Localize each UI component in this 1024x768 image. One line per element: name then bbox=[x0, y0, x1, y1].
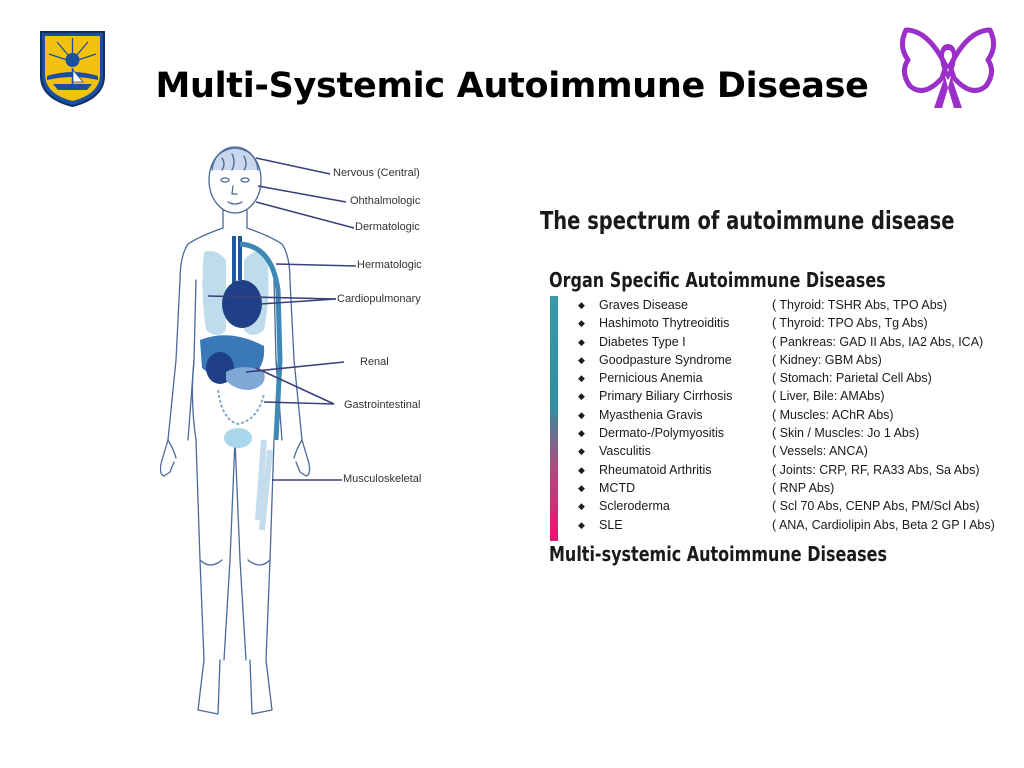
list-item: ◆ Primary Biliary Cirrhosis ( Liver, Bile:… bbox=[578, 387, 998, 405]
spectrum-title: The spectrum of autoimmune disease bbox=[540, 206, 955, 235]
label-renal: Renal bbox=[360, 356, 389, 368]
disease-name: MCTD bbox=[599, 480, 636, 495]
disease-antibodies: ( RNP Abs) bbox=[772, 480, 835, 495]
spectrum-gradient-bar bbox=[550, 296, 558, 541]
disease-name: Diabetes Type I bbox=[599, 334, 686, 349]
bullet-icon: ◆ bbox=[578, 501, 585, 512]
disease-antibodies: ( Thyroid: TPO Abs, Tg Abs) bbox=[772, 316, 928, 331]
disease-name: Myasthenia Gravis bbox=[599, 407, 703, 422]
university-emblem-icon bbox=[40, 31, 105, 108]
organ-specific-heading: Organ Specific Autoimmune Diseases bbox=[549, 268, 886, 292]
list-item: ◆ Diabetes Type I ( Pankreas: GAD II Abs, … bbox=[578, 333, 998, 351]
page-title: Multi-Systemic Autoimmune Disease bbox=[155, 66, 869, 106]
bullet-icon: ◆ bbox=[578, 409, 585, 420]
bullet-icon: ◆ bbox=[578, 464, 585, 475]
disease-name: SLE bbox=[599, 517, 623, 532]
bullet-icon: ◆ bbox=[578, 428, 585, 439]
bullet-icon: ◆ bbox=[578, 391, 585, 402]
list-item: ◆ Myasthenia Gravis ( Muscles: AChR Abs) bbox=[578, 406, 998, 424]
bullet-icon: ◆ bbox=[578, 373, 585, 384]
bullet-icon: ◆ bbox=[578, 446, 585, 457]
disease-name: Hashimoto Thytreoiditis bbox=[599, 316, 730, 331]
label-nervous: Nervous (Central) bbox=[333, 167, 420, 179]
disease-antibodies: ( Scl 70 Abs, CENP Abs, PM/Scl Abs) bbox=[772, 499, 980, 514]
disease-antibodies: ( Pankreas: GAD II Abs, IA2 Abs, ICA) bbox=[772, 334, 984, 349]
disease-name: Primary Biliary Cirrhosis bbox=[599, 389, 733, 404]
disease-antibodies: ( ANA, Cardiolipin Abs, Beta 2 GP I Abs) bbox=[772, 517, 995, 532]
list-item: ◆ Scleroderma ( Scl 70 Abs, CENP Abs, PM/S… bbox=[578, 497, 998, 515]
multi-systemic-heading: Multi-systemic Autoimmune Diseases bbox=[549, 542, 888, 566]
list-item: ◆ Goodpasture Syndrome ( Kidney: GBM Abs) bbox=[578, 351, 998, 369]
label-dermatologic: Dermatologic bbox=[355, 221, 420, 233]
bullet-icon: ◆ bbox=[578, 354, 585, 365]
body-diagram bbox=[160, 146, 357, 715]
disease-antibodies: ( Vessels: ANCA) bbox=[772, 444, 868, 459]
bullet-icon: ◆ bbox=[578, 519, 585, 530]
disease-name: Pernicious Anemia bbox=[599, 371, 703, 386]
disease-name: Scleroderma bbox=[599, 499, 670, 514]
disease-name: Rheumatoid Arthritis bbox=[599, 462, 712, 477]
bullet-icon: ◆ bbox=[578, 482, 585, 493]
label-musculoskeletal: Musculoskeletal bbox=[343, 473, 422, 485]
list-item: ◆ Hashimoto Thytreoiditis ( Thyroid: TPO A… bbox=[578, 314, 998, 332]
disease-antibodies: ( Skin / Muscles: Jo 1 Abs) bbox=[772, 426, 920, 441]
label-hematologic: Hermatologic bbox=[357, 259, 422, 271]
disease-antibodies: ( Kidney: GBM Abs) bbox=[772, 352, 882, 367]
list-item: ◆ Vasculitis ( Vessels: ANCA) bbox=[578, 442, 998, 460]
disease-antibodies: ( Thyroid: TSHR Abs, TPO Abs) bbox=[772, 298, 948, 312]
list-item: ◆ Dermato-/Polymyositis ( Skin / Muscles: … bbox=[578, 424, 998, 442]
disease-name: Graves Disease bbox=[599, 298, 688, 312]
label-cardiopulmonary: Cardiopulmonary bbox=[337, 293, 421, 305]
butterfly-icon bbox=[900, 27, 996, 108]
list-item: ◆ Pernicious Anemia ( Stomach: Parietal Ce… bbox=[578, 369, 998, 387]
list-item: ◆ MCTD ( RNP Abs) bbox=[578, 479, 998, 497]
disease-antibodies: ( Liver, Bile: AMAbs) bbox=[772, 389, 885, 404]
disease-antibodies: ( Joints: CRP, RF, RA33 Abs, Sa Abs) bbox=[772, 462, 980, 477]
list-item: ◆ SLE ( ANA, Cardiolipin Abs, Beta 2 GP I … bbox=[578, 516, 998, 534]
disease-antibodies: ( Muscles: AChR Abs) bbox=[772, 407, 894, 422]
label-ophthalmologic: Ohthalmologic bbox=[350, 195, 421, 207]
list-item: ◆ Graves Disease ( Thyroid: TSHR Abs, TPO … bbox=[578, 296, 998, 314]
bullet-icon: ◆ bbox=[578, 318, 585, 329]
disease-antibodies: ( Stomach: Parietal Cell Abs) bbox=[772, 371, 932, 386]
bullet-icon: ◆ bbox=[578, 300, 585, 310]
disease-list: ◆ Graves Disease ( Thyroid: TSHR Abs, TPO … bbox=[578, 296, 998, 534]
disease-name: Dermato-/Polymyositis bbox=[599, 426, 725, 441]
bullet-icon: ◆ bbox=[578, 336, 585, 347]
list-item: ◆ Rheumatoid Arthritis ( Joints: CRP, RF, … bbox=[578, 461, 998, 479]
disease-name: Vasculitis bbox=[599, 444, 651, 459]
label-gastrointestinal: Gastrointestinal bbox=[344, 399, 421, 411]
disease-name: Goodpasture Syndrome bbox=[599, 352, 732, 367]
